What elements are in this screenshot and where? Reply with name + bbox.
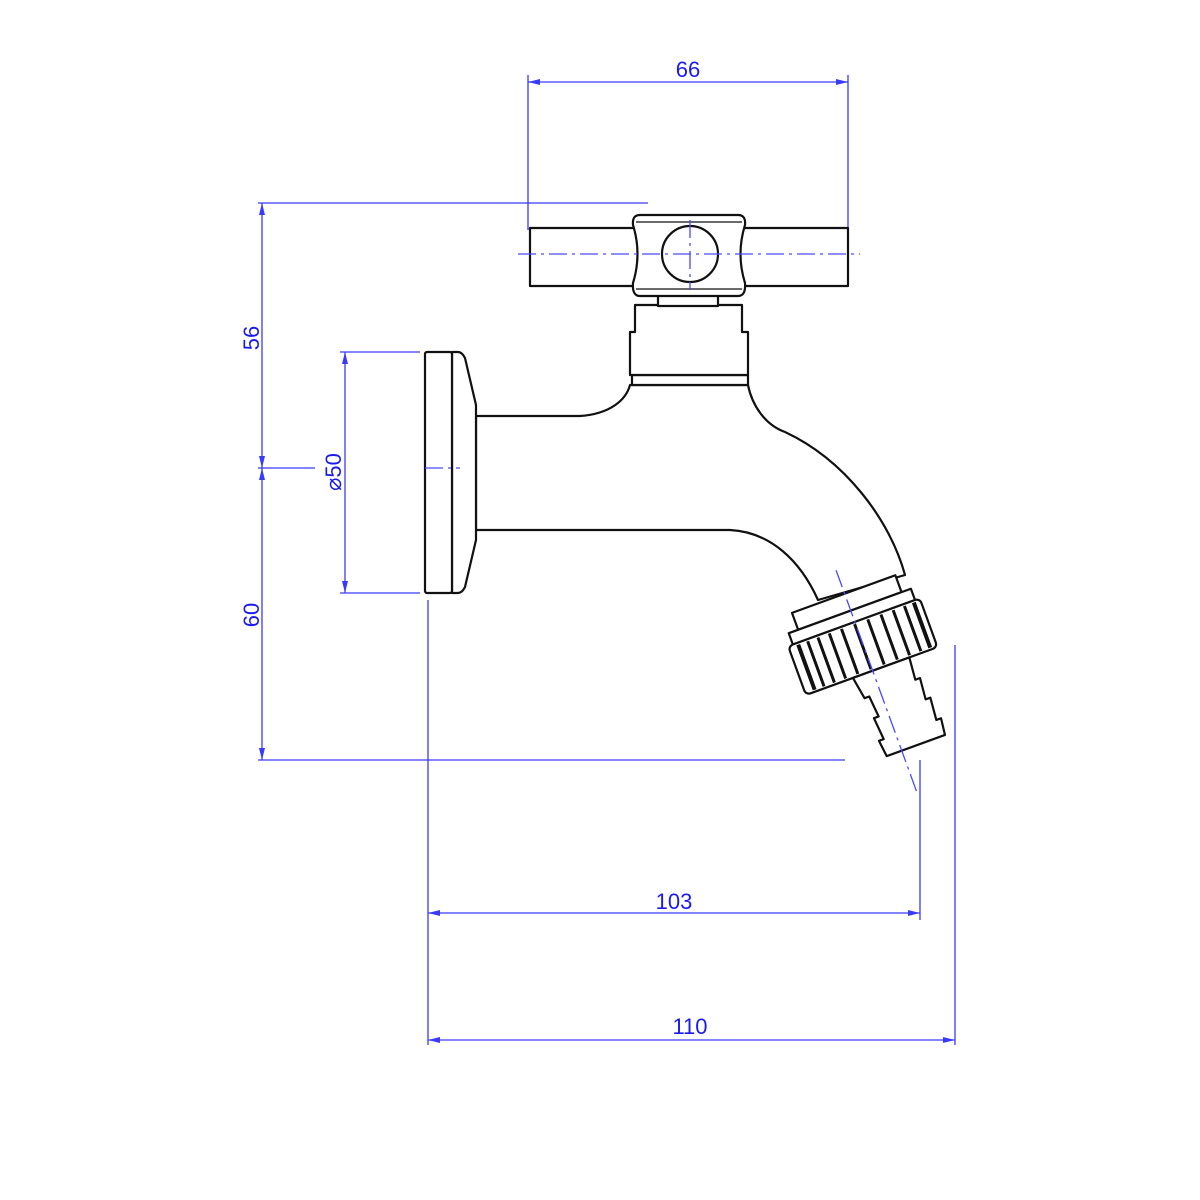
hose-connector xyxy=(787,569,947,796)
dim-56: 56 xyxy=(239,202,648,468)
dim-label-103: 103 xyxy=(656,889,693,914)
svg-text:⌀50: ⌀50 xyxy=(321,453,346,491)
cross-handle xyxy=(518,213,860,298)
bonnet xyxy=(628,292,750,387)
dim-label-66: 66 xyxy=(676,57,700,82)
dim-diameter-50: ⌀50 xyxy=(321,351,420,594)
knurled-nut xyxy=(796,601,933,691)
dim-60: 60 xyxy=(239,467,845,761)
diameter-symbol: ⌀ xyxy=(321,478,346,491)
dim-label-50: 50 xyxy=(321,453,346,477)
dim-label-56: 56 xyxy=(239,326,264,350)
dim-66: 66 xyxy=(527,57,849,230)
wall-flange xyxy=(423,350,478,595)
dim-label-60: 60 xyxy=(239,603,264,627)
dim-103: 103 xyxy=(427,600,921,1045)
tap-body xyxy=(474,383,907,602)
dim-110: 110 xyxy=(428,645,956,1045)
dim-label-110: 110 xyxy=(672,1014,707,1039)
